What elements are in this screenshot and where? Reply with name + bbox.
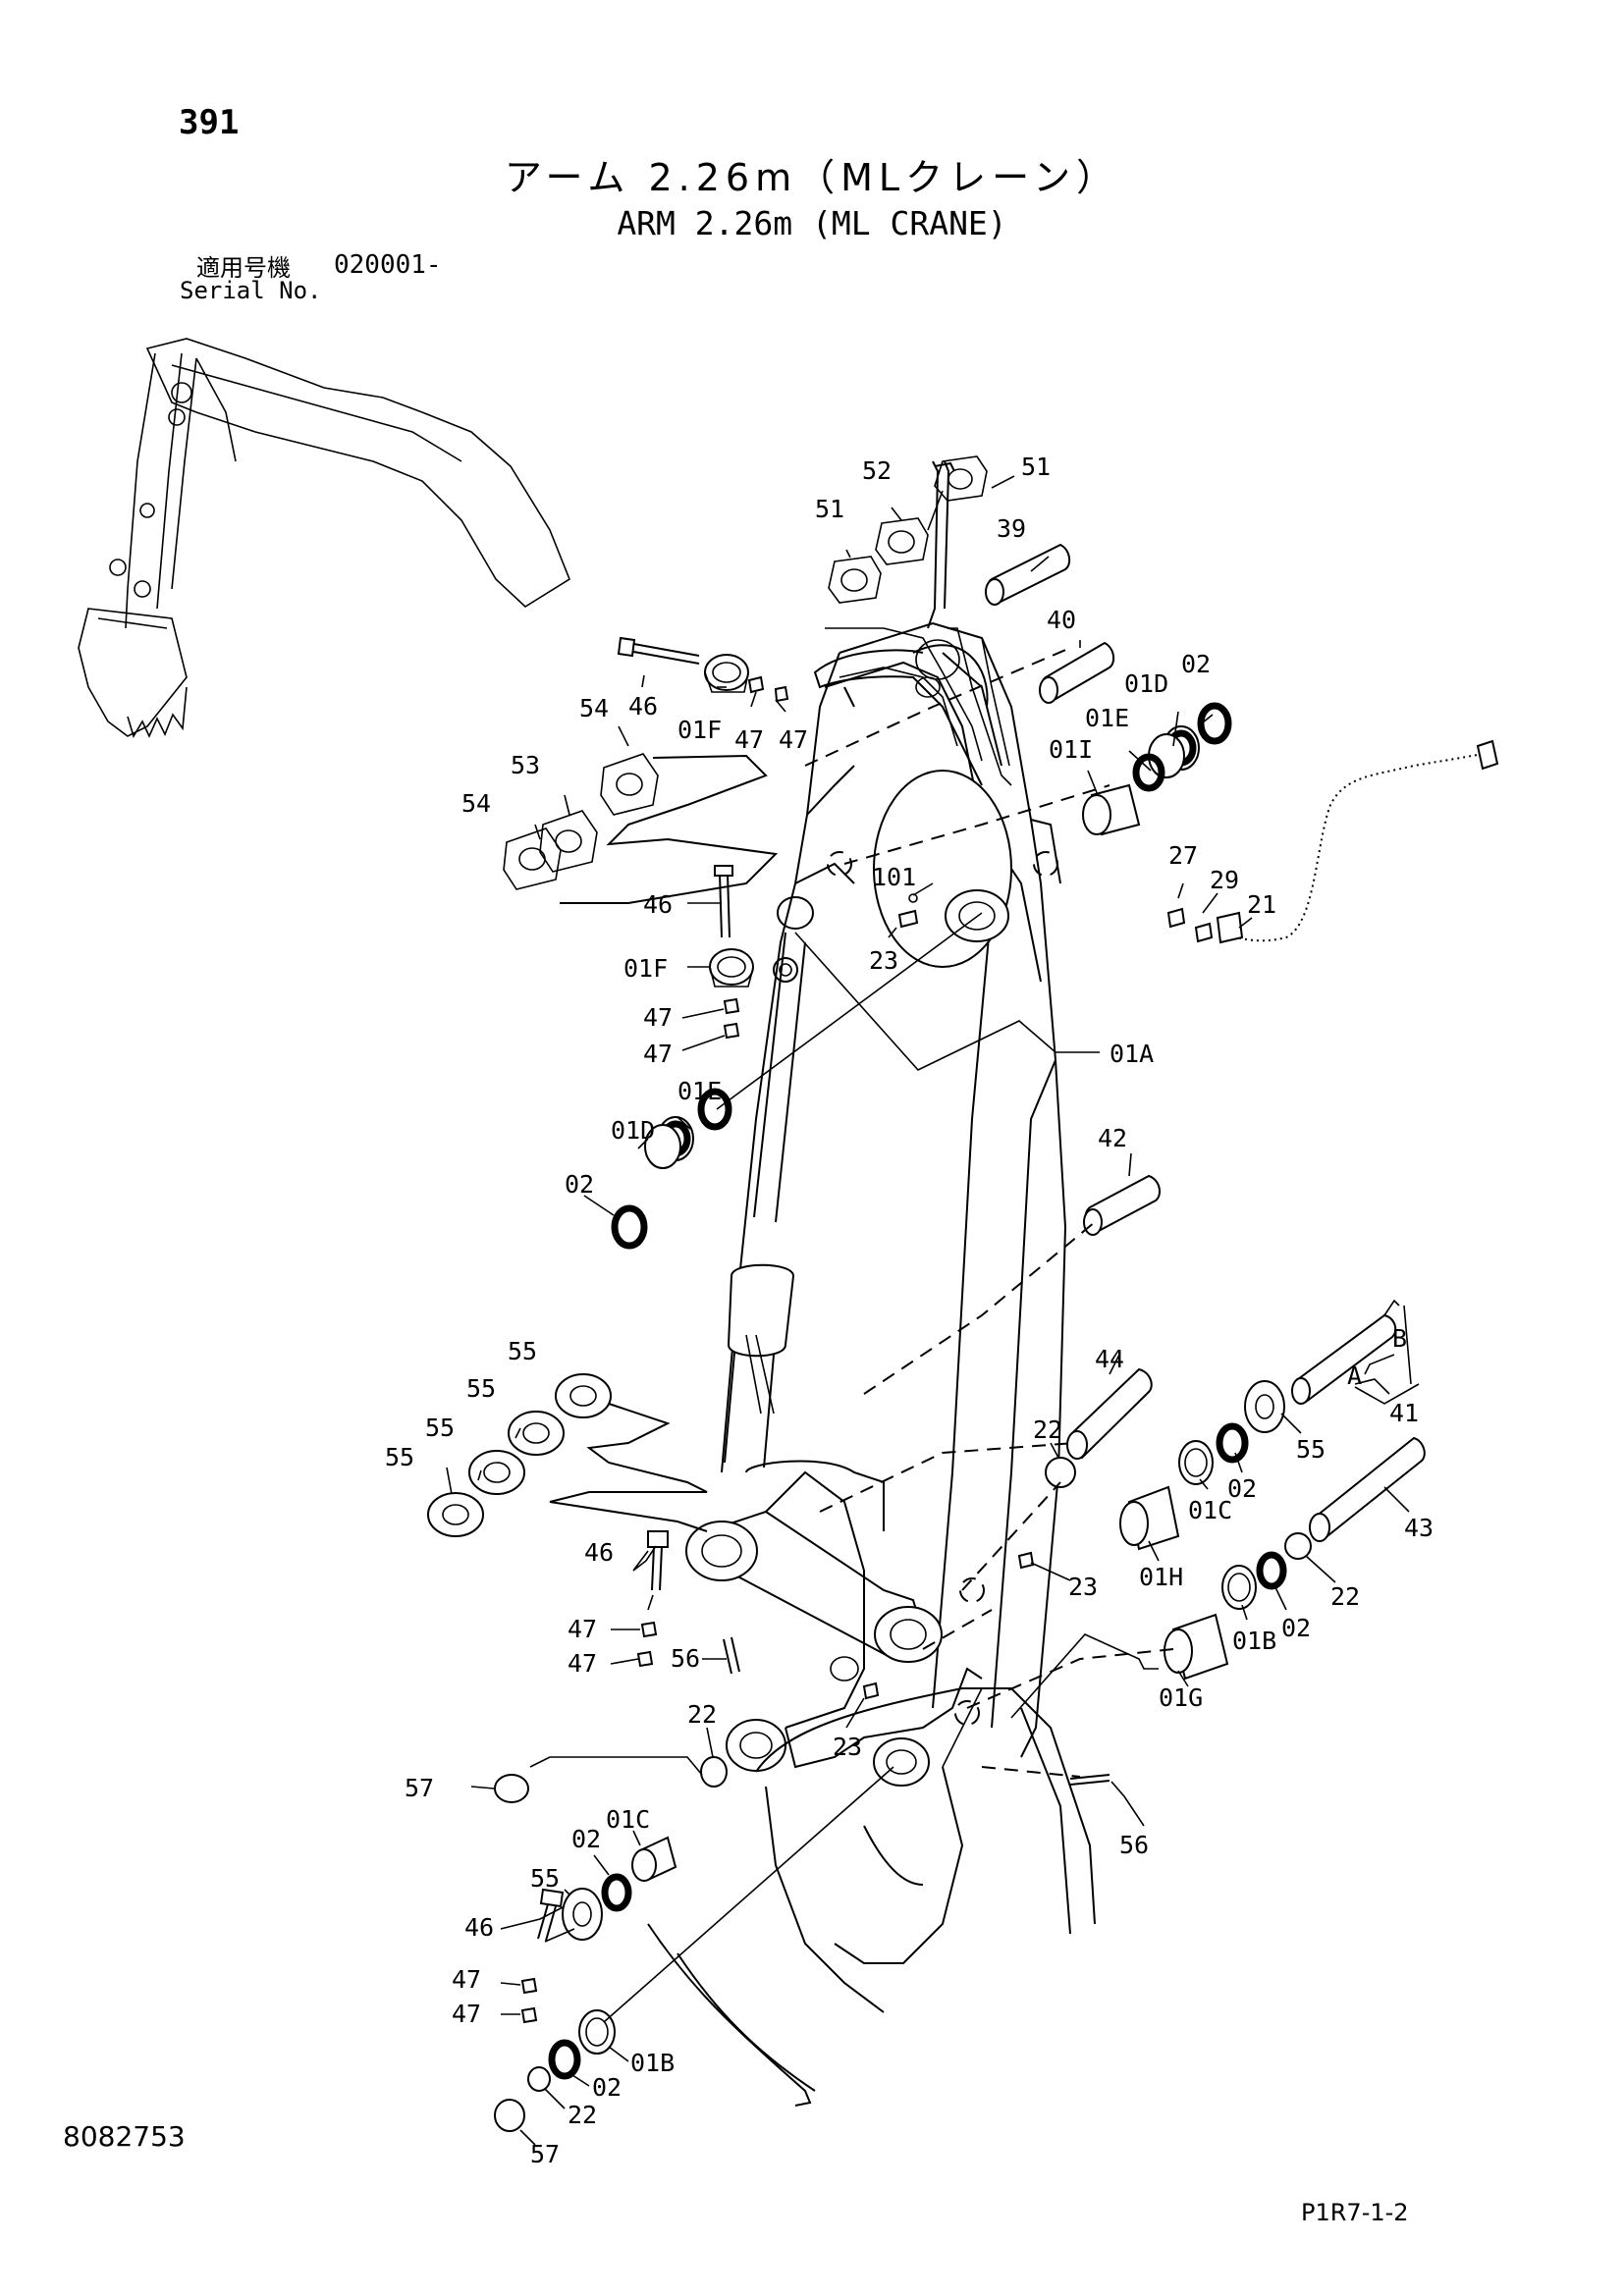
part-label: 22	[568, 2101, 597, 2129]
part-label: 55	[1296, 1435, 1326, 1464]
part-label: 02	[571, 1825, 601, 1853]
excavator-thumbnail	[78, 338, 570, 738]
part-label: 41	[1389, 1399, 1419, 1427]
part-label: 57	[405, 1774, 434, 1802]
part-label: 01A	[1110, 1040, 1154, 1068]
part-label: 23	[1068, 1573, 1098, 1601]
part-label: 55	[508, 1337, 537, 1365]
part-label: 57	[530, 2140, 560, 2168]
part-label: 02	[1181, 650, 1211, 678]
document-number: 8082753	[63, 2120, 186, 2153]
part-label: 46	[628, 692, 658, 721]
part-label: A	[1347, 1362, 1362, 1390]
part-label: 56	[671, 1644, 700, 1673]
part-label: 47	[568, 1615, 597, 1643]
part-labels: 51 52 51 39 40 02 01D 01E 01I 46 01F 47 …	[385, 453, 1434, 2168]
serial-label-english: Serial No.	[180, 277, 322, 304]
part-label: 01B	[630, 2049, 675, 2077]
hidden-lines	[804, 647, 1174, 1778]
part-label: 22	[1033, 1415, 1062, 1444]
part-label: 22	[1330, 1582, 1360, 1611]
part-label: 01E	[677, 1077, 722, 1105]
part-label: 23	[833, 1733, 862, 1761]
part-label: 56	[1119, 1831, 1149, 1859]
part-label: 02	[565, 1170, 594, 1199]
part-label: 46	[643, 890, 673, 919]
part-label: 47	[643, 1003, 673, 1032]
part-label: 01H	[1139, 1563, 1183, 1591]
part-label: 55	[385, 1443, 414, 1471]
page-number: 391	[179, 103, 240, 142]
page-code: P1R7-1-2	[1301, 2199, 1409, 2226]
part-label: 01F	[623, 954, 668, 983]
part-label: 01I	[1049, 735, 1093, 764]
part-label: 22	[687, 1700, 717, 1729]
part-label: 47	[779, 725, 808, 754]
part-label: 55	[425, 1414, 455, 1442]
part-label: 01E	[1085, 704, 1129, 732]
part-label: 46	[584, 1538, 614, 1567]
part-label: 01C	[1188, 1496, 1232, 1524]
part-label: 51	[815, 495, 844, 523]
part-label: 55	[466, 1374, 496, 1403]
part-label: 21	[1247, 890, 1276, 919]
part-label: 54	[579, 694, 609, 722]
part-label: 54	[461, 789, 491, 818]
serial-value: 020001-	[334, 250, 442, 280]
part-label: B	[1392, 1324, 1407, 1353]
part-label: 44	[1095, 1345, 1124, 1373]
part-label: 01C	[606, 1805, 650, 1834]
part-label: 101	[872, 863, 916, 891]
part-label: 23	[869, 946, 898, 975]
part-shapes	[427, 455, 1499, 2132]
part-label: 53	[511, 751, 540, 779]
part-label: 52	[862, 456, 892, 485]
part-label: 02	[1281, 1614, 1311, 1642]
part-label: 27	[1168, 841, 1198, 870]
part-label: 47	[452, 1965, 481, 1994]
part-label: 47	[643, 1040, 673, 1068]
serial-label-japanese: 適用号機	[196, 254, 291, 282]
part-label: 02	[1227, 1474, 1257, 1503]
part-label: 47	[568, 1649, 597, 1678]
part-label: 47	[452, 2000, 481, 2028]
part-label: 01D	[611, 1116, 655, 1145]
arm-body	[647, 621, 1096, 2107]
leader-lines	[446, 475, 1420, 2146]
part-label: 01B	[1232, 1627, 1276, 1655]
part-label: 29	[1210, 866, 1239, 894]
part-label: 55	[530, 1864, 560, 1893]
part-label: 01G	[1159, 1683, 1203, 1712]
part-label: 43	[1404, 1514, 1434, 1542]
part-label: 46	[464, 1913, 494, 1942]
part-label: 42	[1098, 1124, 1127, 1152]
part-label: 51	[1021, 453, 1051, 481]
part-label: 39	[997, 514, 1026, 543]
title-japanese: アーム 2.26m（MLクレーン）	[504, 156, 1120, 199]
part-label: 01D	[1124, 669, 1168, 698]
part-label: 47	[734, 725, 764, 754]
part-label: 01F	[677, 716, 722, 744]
title-english: ARM 2.26m (ML CRANE)	[617, 204, 1007, 242]
part-label: 02	[592, 2073, 622, 2102]
part-label: 40	[1047, 606, 1076, 634]
crane-hook-bracket	[813, 460, 1002, 786]
